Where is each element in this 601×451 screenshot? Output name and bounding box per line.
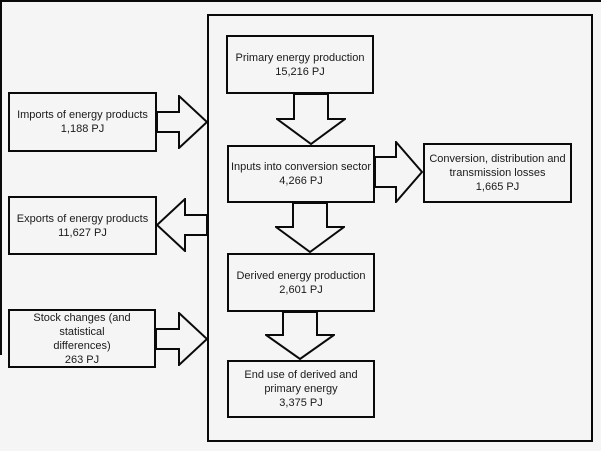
page-border-left [0, 0, 2, 355]
derived-to-enduse-arrow-down-icon [265, 312, 335, 360]
inputs-to-derived-arrow-down-icon [275, 203, 345, 253]
exports-flow-arrow-left-icon [156, 198, 208, 252]
derived-production-label: Derived energy production [236, 269, 366, 282]
inputs-to-losses-arrow-right-icon [375, 141, 423, 203]
stock-changes-label-line2: differences) [53, 339, 111, 352]
stock-changes-label-line1: Stock changes (and statistical [33, 311, 131, 338]
imports-box: Imports of energy products 1,188 PJ [8, 92, 157, 152]
stock-changes-flow-arrow-right-icon [155, 312, 208, 366]
exports-box: Exports of energy products 11,627 PJ [8, 196, 157, 255]
conversion-inputs-value: 4,266 PJ [279, 175, 323, 187]
imports-flow-arrow-right-icon [156, 95, 208, 149]
imports-value: 1,188 PJ [60, 123, 105, 135]
conversion-inputs-box: Inputs into conversion sector 4,266 PJ [227, 145, 375, 203]
stock-changes-value: 263 PJ [64, 353, 100, 366]
conversion-losses-box: Conversion, distribution and transmissio… [423, 143, 572, 203]
end-use-box: End use of derived and primary energy 3,… [227, 360, 375, 418]
end-use-value: 3,375 PJ [279, 397, 323, 409]
imports-label-line1: Imports of energy products [17, 109, 148, 121]
exports-value: 11,627 PJ [58, 226, 107, 239]
conversion-losses-label-line1: Conversion, distribution and [429, 153, 566, 165]
primary-to-inputs-arrow-down-icon [276, 94, 346, 145]
end-use-label-line2: primary energy [264, 383, 338, 395]
primary-production-label: Primary energy production [235, 51, 365, 64]
page-border-top [0, 0, 601, 2]
conversion-losses-value: 1,665 PJ [475, 181, 520, 193]
conversion-sector-frame [207, 14, 593, 442]
stock-changes-box: Stock changes (and statistical differenc… [8, 309, 156, 368]
derived-production-box: Derived energy production 2,601 PJ [227, 253, 375, 312]
conversion-inputs-label: Inputs into conversion sector [230, 161, 372, 173]
conversion-losses-label-line2: transmission losses [449, 167, 546, 179]
exports-label-line1: Exports of energy products [16, 212, 149, 225]
derived-production-value: 2,601 PJ [279, 283, 323, 296]
primary-production-value: 15,216 PJ [275, 65, 325, 78]
end-use-label-line1: End use of derived and [244, 369, 358, 381]
primary-production-box: Primary energy production 15,216 PJ [226, 35, 374, 94]
